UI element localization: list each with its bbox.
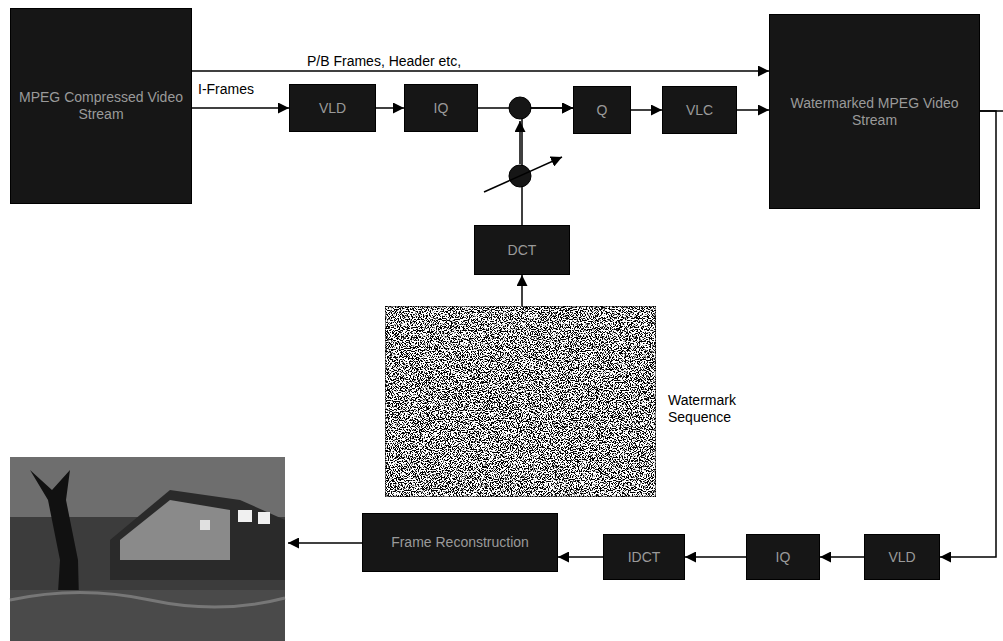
node-label: VLD — [888, 549, 915, 566]
flow-arrow — [192, 107, 289, 109]
flow-arrow — [820, 556, 864, 558]
flow-arrow — [522, 108, 573, 225]
node-label: DCT — [508, 242, 537, 259]
process-box: VLC — [662, 86, 737, 134]
node-label: IDCT — [628, 549, 661, 566]
process-box: IQ — [746, 534, 820, 580]
node-label: IQ — [434, 100, 449, 117]
node-label: Watermark Sequence — [668, 392, 758, 426]
process-box: Q — [573, 86, 631, 134]
process-box: IQ — [404, 84, 478, 132]
noise-texture — [385, 306, 656, 497]
process-box: Frame Reconstruction — [362, 513, 558, 572]
node-label: IQ — [776, 549, 791, 566]
flow-arrow — [521, 275, 523, 306]
flow-arrow — [192, 70, 769, 72]
node-label: VLD — [319, 100, 346, 117]
source-stream-box: MPEG Compressed Video Stream — [10, 8, 192, 204]
flow-arrow — [376, 107, 404, 109]
output-stream-box: Watermarked MPEG Video Stream — [769, 14, 980, 209]
node-label: Frame Reconstruction — [391, 534, 529, 551]
process-box: IDCT — [603, 534, 685, 580]
flow-arrow — [631, 109, 662, 111]
process-box: VLD — [864, 534, 940, 580]
reconstructed-frame-picture — [10, 457, 285, 641]
flow-arrow — [685, 556, 746, 558]
node-label: Watermarked MPEG Video Stream — [776, 95, 973, 129]
output-line — [980, 110, 1003, 112]
node-label: MPEG Compressed Video Stream — [17, 89, 185, 123]
flow-arrow — [519, 121, 521, 164]
output-arrow — [288, 542, 362, 544]
adjustable-gain-arrow — [484, 157, 562, 192]
process-box: VLD — [289, 84, 376, 132]
node-label: Q — [597, 102, 608, 119]
summing-junction — [509, 97, 531, 119]
edge-label: I-Frames — [196, 82, 256, 97]
node-label: VLC — [686, 102, 713, 119]
edge-label: P/B Frames, Header etc, — [305, 54, 463, 69]
flow-arrow — [737, 109, 769, 111]
process-box: DCT — [474, 225, 570, 275]
watermark-pattern: Watermark Sequence — [385, 306, 656, 497]
flow-arrow — [558, 556, 603, 558]
